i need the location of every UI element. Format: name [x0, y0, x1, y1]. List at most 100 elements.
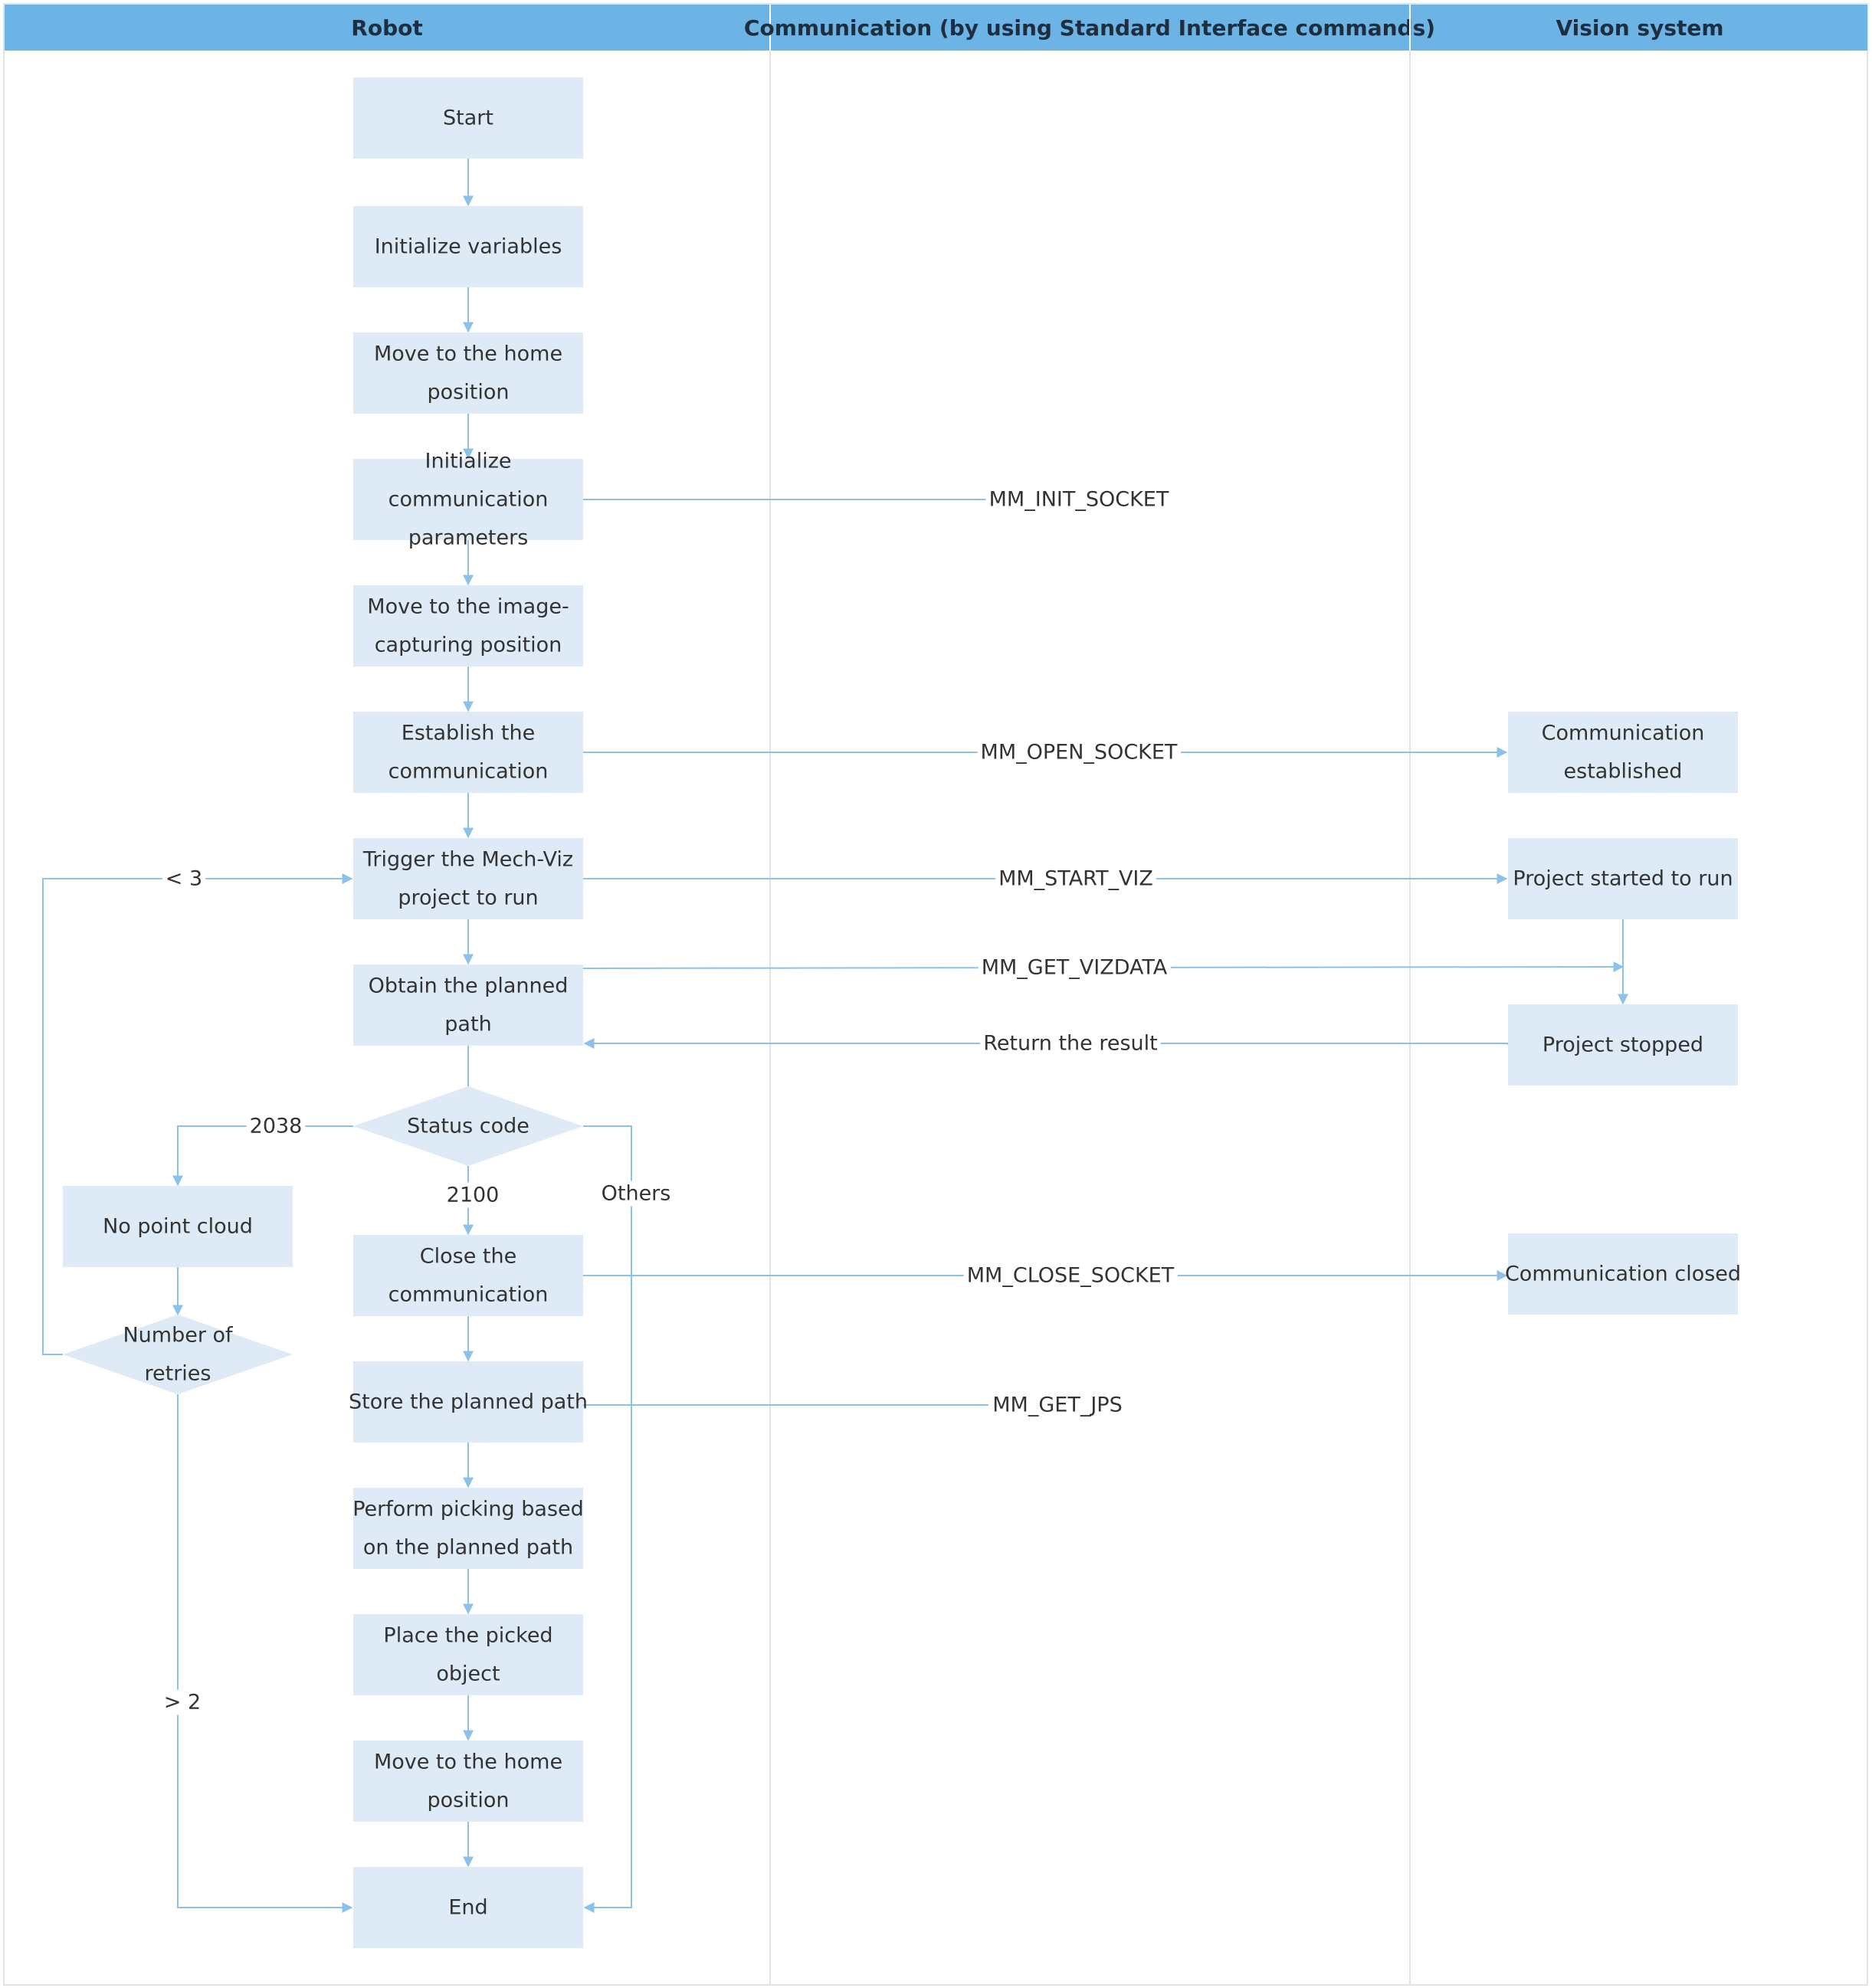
- node-label: Project stopped: [1543, 1033, 1703, 1057]
- node-start: Start: [353, 77, 583, 159]
- node-label: End: [448, 1896, 487, 1920]
- lane-title-robot: Robot: [351, 15, 422, 41]
- process-box: [353, 206, 583, 287]
- node-establish-comm: Establish the communication: [353, 712, 583, 793]
- node-label: Trigger the Mech-Viz: [362, 848, 573, 872]
- node-label: communication: [388, 760, 549, 784]
- process-box: [353, 965, 583, 1046]
- decision-shape: [353, 1086, 583, 1166]
- edge-label-status-no-point-cloud: 2038: [250, 1115, 303, 1138]
- process-box: [353, 1235, 583, 1316]
- process-box: [353, 838, 583, 919]
- node-perform-picking: Perform picking based on the planned path: [352, 1488, 584, 1569]
- node-label: No point cloud: [103, 1215, 253, 1239]
- node-place-object: Place the picked object: [353, 1614, 583, 1695]
- node-label: Communication: [1542, 722, 1705, 745]
- node-label: position: [428, 381, 510, 404]
- node-label: Obtain the planned: [369, 974, 569, 998]
- edge-label-bg: [977, 739, 1181, 765]
- node-label: project to run: [398, 886, 538, 910]
- node-init-vars: Initialize variables: [353, 206, 583, 287]
- node-label: Project started to run: [1513, 867, 1733, 891]
- node-comm-closed: Communication closed: [1505, 1233, 1741, 1315]
- process-box: [63, 1186, 293, 1267]
- edge-label-bg: [989, 1392, 1126, 1418]
- lane-header-bar: [5, 5, 1867, 51]
- node-move-home-2: Move to the home position: [353, 1741, 583, 1822]
- edge-label-bg: [598, 1181, 674, 1207]
- edge-label-retries-end: > 2: [164, 1691, 201, 1715]
- node-label: path: [444, 1013, 491, 1037]
- edge-label-init-socket: MM_INIT_SOCKET: [989, 488, 1169, 512]
- edge-label-bg: [246, 1113, 306, 1139]
- edge-label-bg: [162, 866, 206, 892]
- node-label: Establish the: [402, 722, 535, 745]
- node-label: Move to the image-: [367, 595, 569, 619]
- process-box: [353, 332, 583, 414]
- process-box: [1508, 712, 1738, 793]
- node-label: parameters: [408, 526, 529, 550]
- node-label: established: [1564, 760, 1683, 784]
- decision-shape: [63, 1315, 293, 1394]
- edge-label-open-socket: MM_OPEN_SOCKET: [981, 741, 1178, 765]
- process-box: [353, 1361, 583, 1443]
- node-move-capture: Move to the image-capturing position: [353, 585, 583, 666]
- edge-label-bg: [443, 1182, 503, 1208]
- edge-label-get-vizdata: MM_GET_VIZDATA: [982, 956, 1168, 980]
- process-box: [353, 1741, 583, 1822]
- node-label: Move to the home: [374, 1751, 562, 1774]
- node-status-code: Status code: [353, 1086, 583, 1166]
- node-init-comm: Initialize communication parameters: [353, 450, 583, 550]
- node-label: Place the picked: [383, 1624, 552, 1648]
- diagram-border: [3, 3, 1868, 1986]
- edge-label-return-result: Return the result: [983, 1032, 1157, 1056]
- edge-status-end-others: [583, 1125, 632, 1913]
- node-label: Start: [443, 106, 493, 130]
- process-box: [1508, 838, 1738, 919]
- process-box: [353, 1488, 583, 1569]
- node-label: position: [428, 1789, 510, 1813]
- edge-label-start-viz: MM_START_VIZ: [998, 867, 1153, 891]
- node-obtain-path: Obtain the planned path: [353, 965, 583, 1046]
- edge-retries-end: [177, 1394, 353, 1913]
- process-box: [353, 585, 583, 666]
- node-label: Initialize variables: [375, 235, 562, 259]
- edge-label-bg: [963, 1263, 1178, 1289]
- node-label: Store the planned path: [349, 1390, 588, 1414]
- node-label: Status code: [407, 1115, 529, 1138]
- edge-label-retries-trigger: < 3: [166, 867, 202, 891]
- lane-title-comm: Communication (by using Standard Interfa…: [744, 15, 1435, 41]
- process-box: [353, 712, 583, 793]
- node-store-path: Store the planned path: [349, 1361, 588, 1443]
- node-label: retries: [145, 1362, 211, 1386]
- node-label: capturing position: [375, 634, 562, 657]
- edge-label-status-end-others: Others: [602, 1182, 671, 1206]
- edge-label-bg: [995, 866, 1156, 892]
- node-label: Initialize: [425, 450, 512, 473]
- node-label: object: [436, 1662, 500, 1686]
- node-label: Perform picking based: [352, 1498, 584, 1521]
- node-label: Number of: [123, 1324, 234, 1348]
- node-move-home-1: Move to the home position: [353, 332, 583, 414]
- process-box: [353, 77, 583, 159]
- edge-label-status-close-comm: 2100: [447, 1184, 500, 1207]
- edge-label-bg: [980, 1030, 1161, 1056]
- node-label: Move to the home: [374, 342, 562, 366]
- node-label: Close the: [420, 1245, 516, 1269]
- node-project-stopped: Project stopped: [1508, 1004, 1738, 1086]
- node-comm-established: Communication established: [1508, 712, 1738, 793]
- node-label: on the planned path: [363, 1536, 573, 1560]
- node-label: communication: [388, 488, 549, 512]
- node-num-retries: Number of retries: [63, 1315, 293, 1394]
- process-box: [1508, 1233, 1738, 1315]
- process-box: [353, 459, 583, 540]
- process-box: [1508, 1004, 1738, 1086]
- lane-title-vision: Vision system: [1556, 15, 1723, 41]
- process-box: [353, 1867, 583, 1948]
- edge-label-bg: [985, 486, 1172, 513]
- node-project-started: Project started to run: [1508, 838, 1738, 919]
- node-label: Communication closed: [1505, 1263, 1741, 1286]
- edge-label-bg: [978, 955, 1171, 981]
